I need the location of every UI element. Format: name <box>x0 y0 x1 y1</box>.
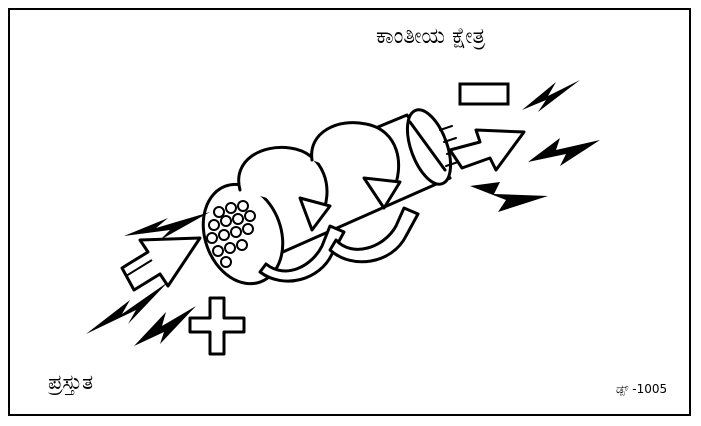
bolt-right-lower <box>470 182 548 212</box>
minus-sign <box>458 82 510 106</box>
bolt-bottom-left <box>134 306 196 346</box>
current-in-tail-stripe <box>125 259 153 277</box>
bolt-top-right <box>522 80 580 112</box>
lightning-bolts <box>86 80 600 346</box>
wire-bundle <box>206 200 256 268</box>
current-in-arrow <box>120 236 202 292</box>
figure-code: ಡ್ಪ್ -1005 <box>616 382 668 396</box>
magnetic-field-label: ಕಾಂತೀಯ ಕ್ಷೇತ್ರ <box>376 24 486 49</box>
field-ring-right <box>310 121 420 264</box>
bolt-left-lower <box>86 282 168 334</box>
bolt-left-upper <box>124 212 210 240</box>
plus-sign <box>188 296 246 356</box>
current-out-arrow <box>448 128 526 172</box>
field-ring-left <box>237 145 346 283</box>
bolt-right-middle <box>528 138 600 166</box>
current-label: ಪ್ರಸ್ತುತ <box>48 370 94 394</box>
